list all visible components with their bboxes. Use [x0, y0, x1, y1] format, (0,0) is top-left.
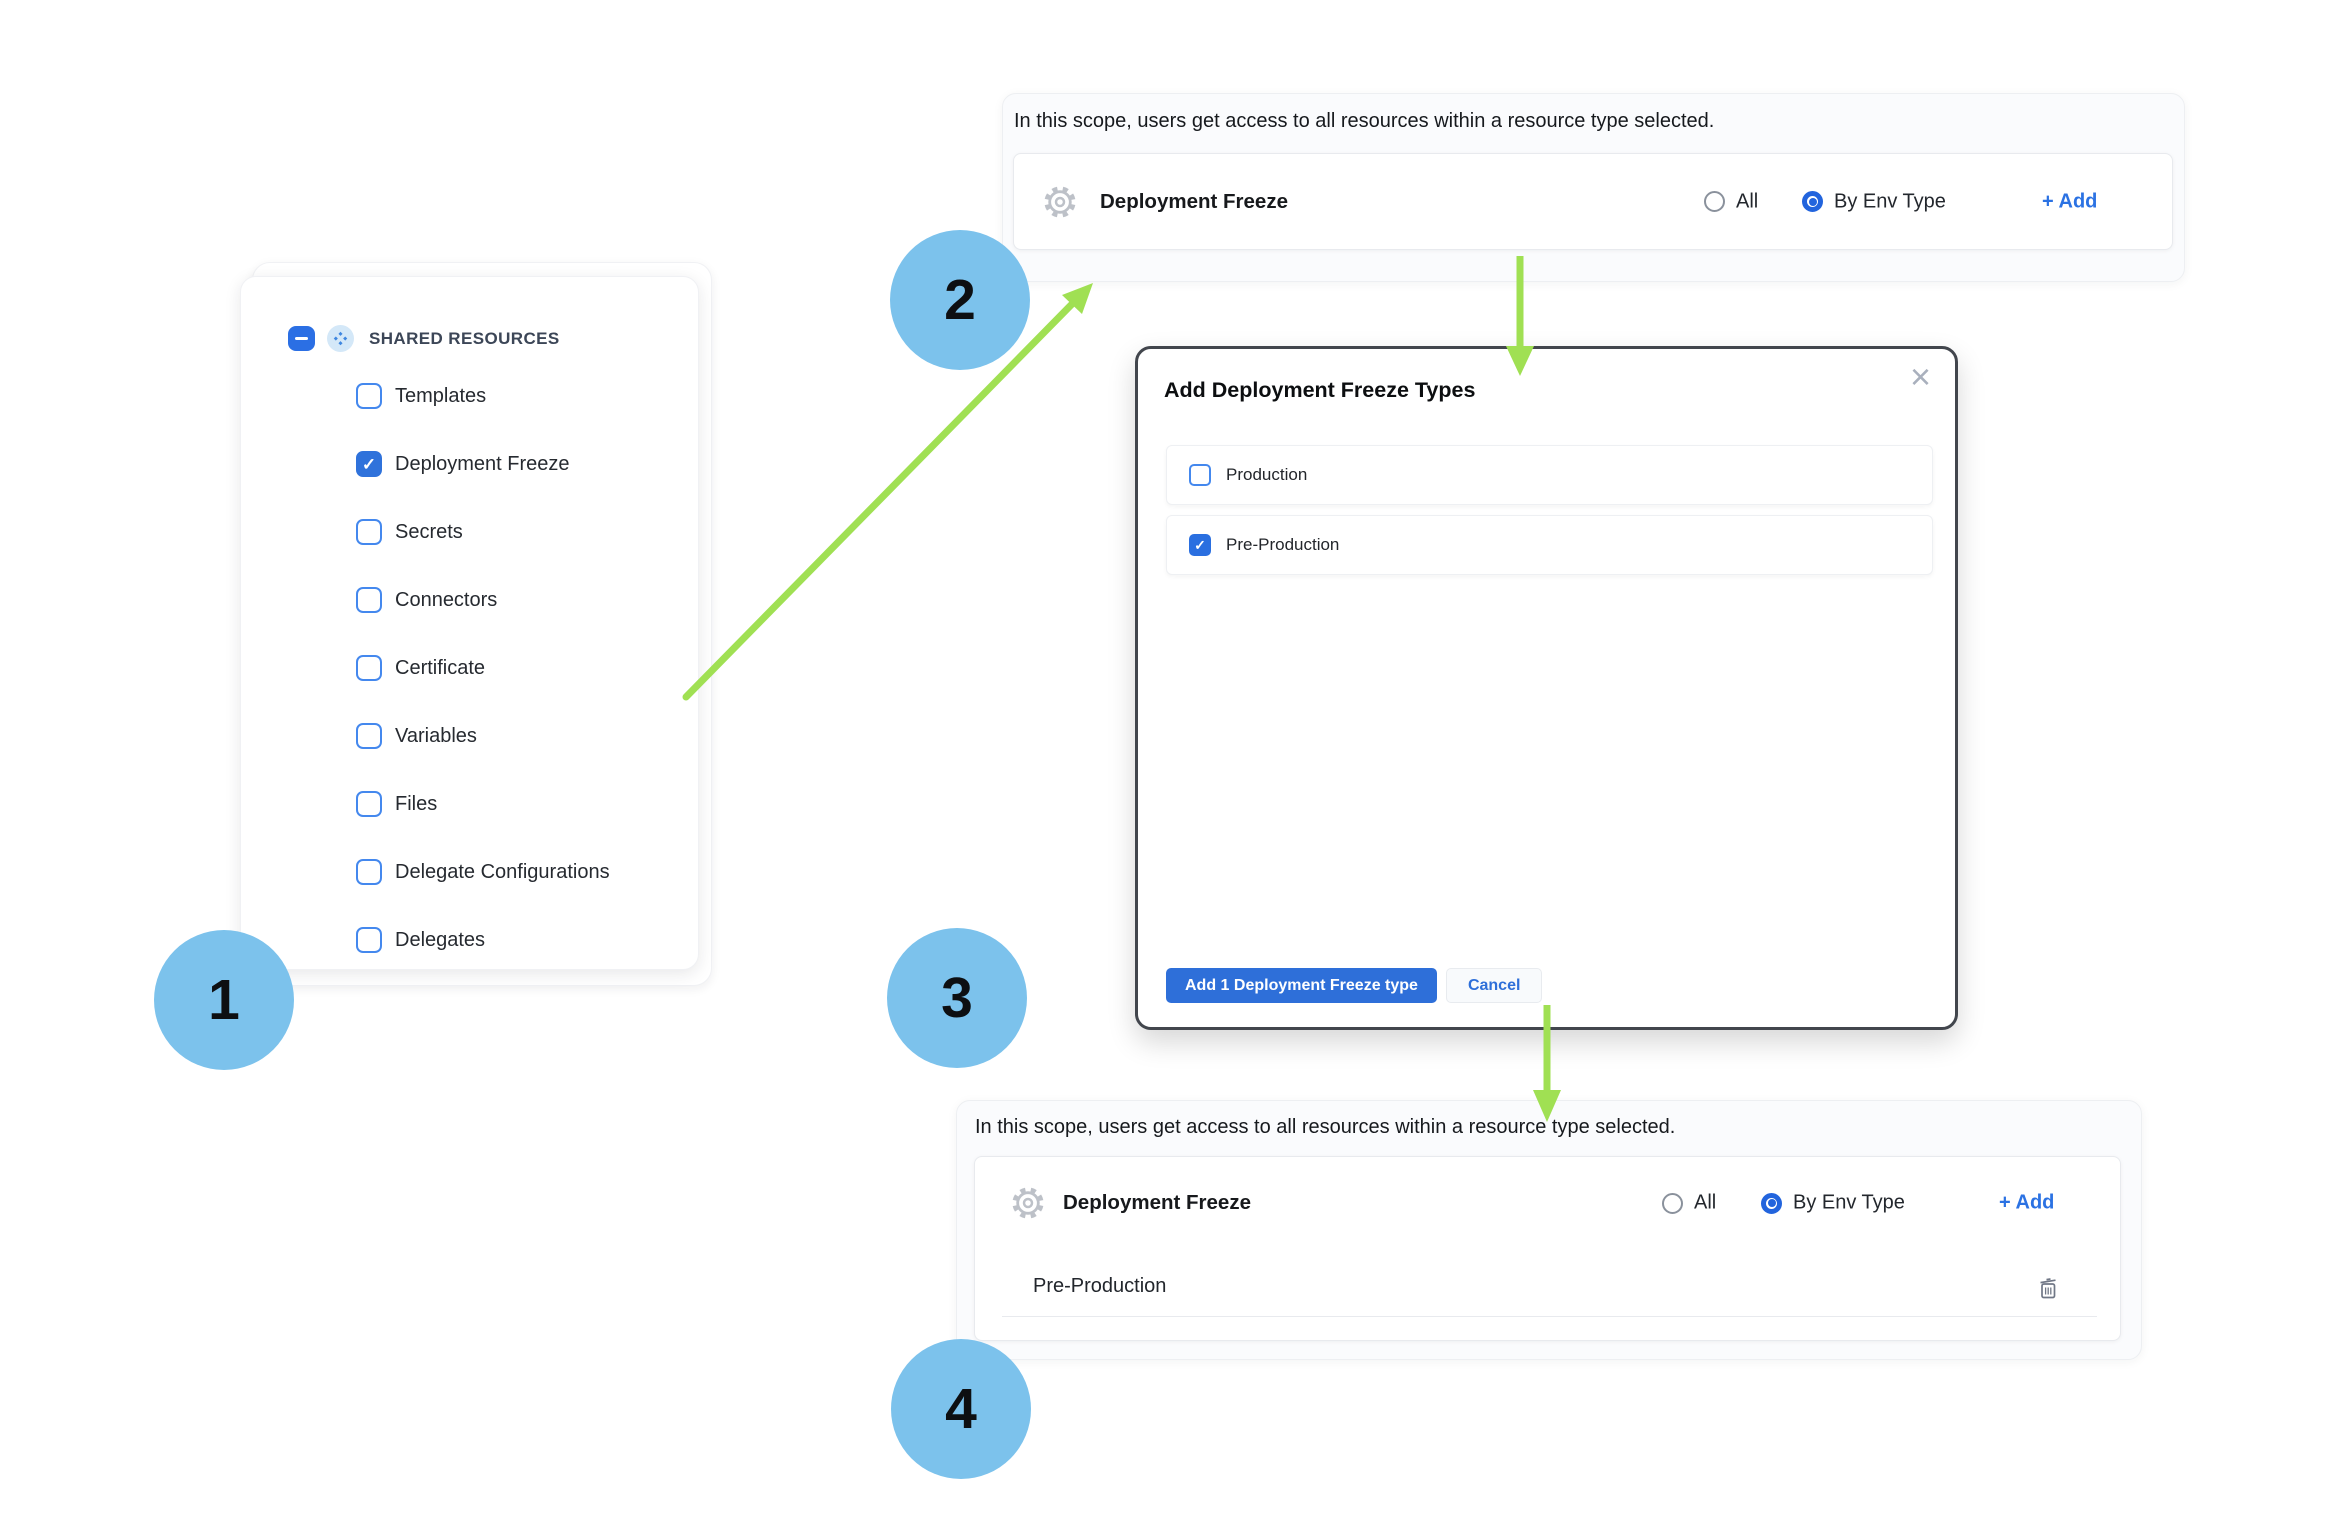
scope-description: In this scope, users get access to all r…: [1014, 110, 1715, 132]
checkbox-unchecked-icon[interactable]: [356, 655, 382, 681]
scope-description: In this scope, users get access to all r…: [975, 1116, 1676, 1138]
modal-title: Add Deployment Freeze Types: [1164, 378, 1476, 402]
shared-resources-title: SHARED RESOURCES: [369, 328, 560, 348]
resource-row-connectors[interactable]: Connectors: [356, 583, 497, 617]
trash-icon[interactable]: [2036, 1275, 2060, 1301]
close-icon[interactable]: ×: [1909, 356, 1931, 397]
scope-panel-bottom: In this scope, users get access to all r…: [956, 1100, 2142, 1360]
radio-all[interactable]: [1704, 191, 1725, 212]
step-badge-2: 2: [890, 230, 1030, 370]
collapse-minus-button[interactable]: [288, 326, 315, 351]
radio-by-env-type[interactable]: [1802, 191, 1823, 212]
modal-option-production[interactable]: Production: [1166, 445, 1933, 505]
radio-all-label[interactable]: All: [1736, 190, 1759, 212]
gear-icon: [1040, 185, 1080, 242]
add-deployment-freeze-type-button[interactable]: Add 1 Deployment Freeze type: [1166, 968, 1437, 1003]
radio-by-env-type[interactable]: [1761, 1192, 1782, 1214]
resource-row-templates[interactable]: Templates: [356, 379, 486, 413]
resource-type-card: Deployment Freeze All By Env Type + Add …: [974, 1156, 2121, 1341]
step-badge-1: 1: [154, 930, 294, 1070]
gear-icon: [1008, 1187, 1048, 1243]
resource-row-secrets[interactable]: Secrets: [356, 515, 463, 549]
radio-by-env-type-label[interactable]: By Env Type: [1793, 1191, 1905, 1214]
resource-type-name: Deployment Freeze: [1100, 189, 1288, 213]
resource-row-files[interactable]: Files: [356, 787, 437, 821]
modal-actions: Add 1 Deployment Freeze type Cancel: [1166, 968, 1543, 1003]
resource-row-variables[interactable]: Variables: [356, 719, 477, 753]
checkbox-unchecked-icon[interactable]: [356, 723, 382, 749]
resource-row-certificate[interactable]: Certificate: [356, 651, 485, 685]
checkbox-checked-icon[interactable]: ✓: [1189, 534, 1211, 556]
checkbox-unchecked-icon[interactable]: [356, 519, 382, 545]
shared-resources-icon: [327, 325, 354, 352]
checkbox-unchecked-icon[interactable]: [356, 587, 382, 613]
radio-by-env-type-label[interactable]: By Env Type: [1834, 190, 1946, 212]
shared-resources-header: SHARED RESOURCES: [288, 325, 560, 352]
env-type-entry-label: Pre-Production: [1033, 1275, 1167, 1297]
shared-resources-card: SHARED RESOURCES Templates ✓ Deployment …: [240, 276, 699, 970]
radio-all-label[interactable]: All: [1694, 1191, 1717, 1214]
row-divider: [1002, 1316, 2097, 1317]
checkbox-unchecked-icon[interactable]: [356, 859, 382, 885]
modal-option-pre-production[interactable]: ✓ Pre-Production: [1166, 515, 1933, 575]
scope-panel-top: In this scope, users get access to all r…: [1002, 93, 2185, 282]
step-badge-3: 3: [887, 928, 1027, 1068]
radio-all[interactable]: [1662, 1192, 1683, 1214]
add-link[interactable]: + Add: [2042, 190, 2098, 212]
resource-type-name: Deployment Freeze: [1063, 1191, 1251, 1214]
checkbox-unchecked-icon[interactable]: [356, 927, 382, 953]
checkbox-unchecked-icon[interactable]: [356, 791, 382, 817]
checkbox-unchecked-icon[interactable]: [356, 383, 382, 409]
arrow-list-to-top-panel: [682, 283, 1093, 701]
add-deployment-freeze-types-modal: Add Deployment Freeze Types × Production…: [1135, 346, 1958, 1030]
resource-row-deployment-freeze[interactable]: ✓ Deployment Freeze: [356, 447, 570, 481]
resource-row-delegates[interactable]: Delegates: [356, 923, 485, 957]
add-link[interactable]: + Add: [1999, 1191, 2055, 1214]
checkbox-unchecked-icon[interactable]: [1189, 464, 1211, 486]
minus-icon: [295, 336, 308, 341]
resource-row-delegate-configurations[interactable]: Delegate Configurations: [356, 855, 610, 889]
resource-type-card: Deployment Freeze All By Env Type + Add: [1013, 153, 2173, 250]
checkbox-checked-icon[interactable]: ✓: [356, 451, 382, 477]
cancel-button[interactable]: Cancel: [1445, 968, 1543, 1003]
step-badge-4: 4: [891, 1339, 1031, 1479]
